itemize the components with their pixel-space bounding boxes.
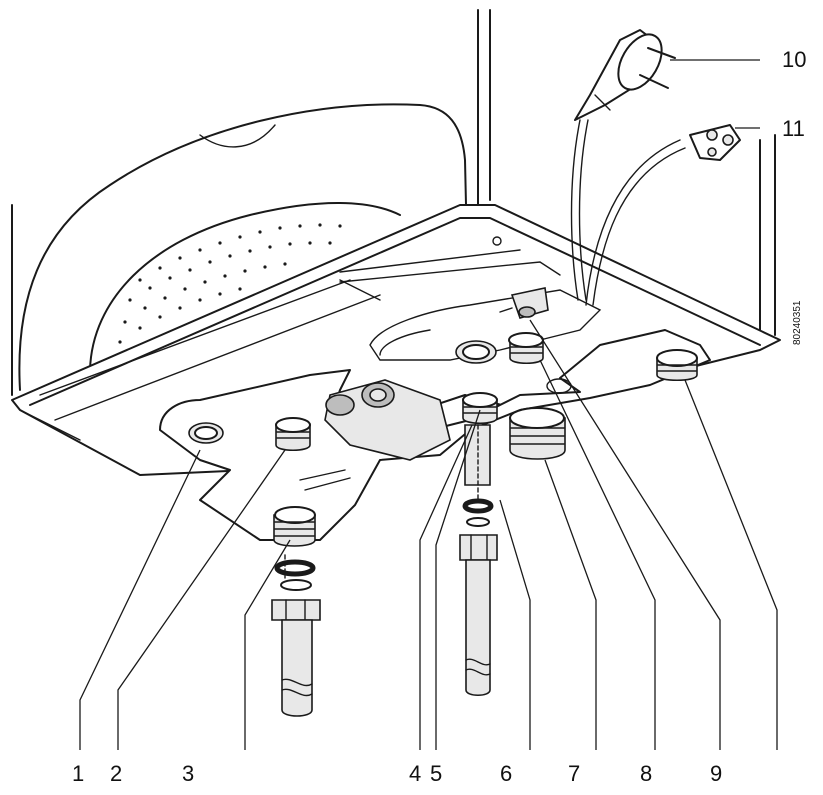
threaded-stubs	[273, 287, 698, 547]
leader-lines	[79, 59, 778, 750]
burner-perforation	[118, 223, 342, 344]
callout-8: 8	[640, 761, 652, 786]
power-plug	[570, 29, 676, 301]
wall-lines	[11, 9, 776, 396]
pipe-assembly-left	[271, 554, 321, 717]
callout-6: 6	[500, 761, 512, 786]
callout-9: 9	[710, 761, 722, 786]
callout-labels: 1 2 3 4 5 6 7 8 9 10 11	[72, 47, 806, 786]
pipe-assembly-right	[459, 424, 498, 697]
callout-2: 2	[110, 761, 122, 786]
boiler-housing	[18, 103, 467, 391]
gas-valve	[299, 379, 451, 491]
callout-3: 3	[182, 761, 194, 786]
connection-sockets	[188, 340, 572, 444]
callout-11: 11	[782, 116, 805, 141]
callout-10: 10	[782, 47, 806, 72]
terminal-block	[585, 124, 741, 306]
callout-4: 4	[409, 761, 421, 786]
callout-5: 5	[430, 761, 442, 786]
drawing-code: 80240351	[792, 300, 803, 345]
callout-1: 1	[72, 761, 84, 786]
callout-7: 7	[568, 761, 580, 786]
